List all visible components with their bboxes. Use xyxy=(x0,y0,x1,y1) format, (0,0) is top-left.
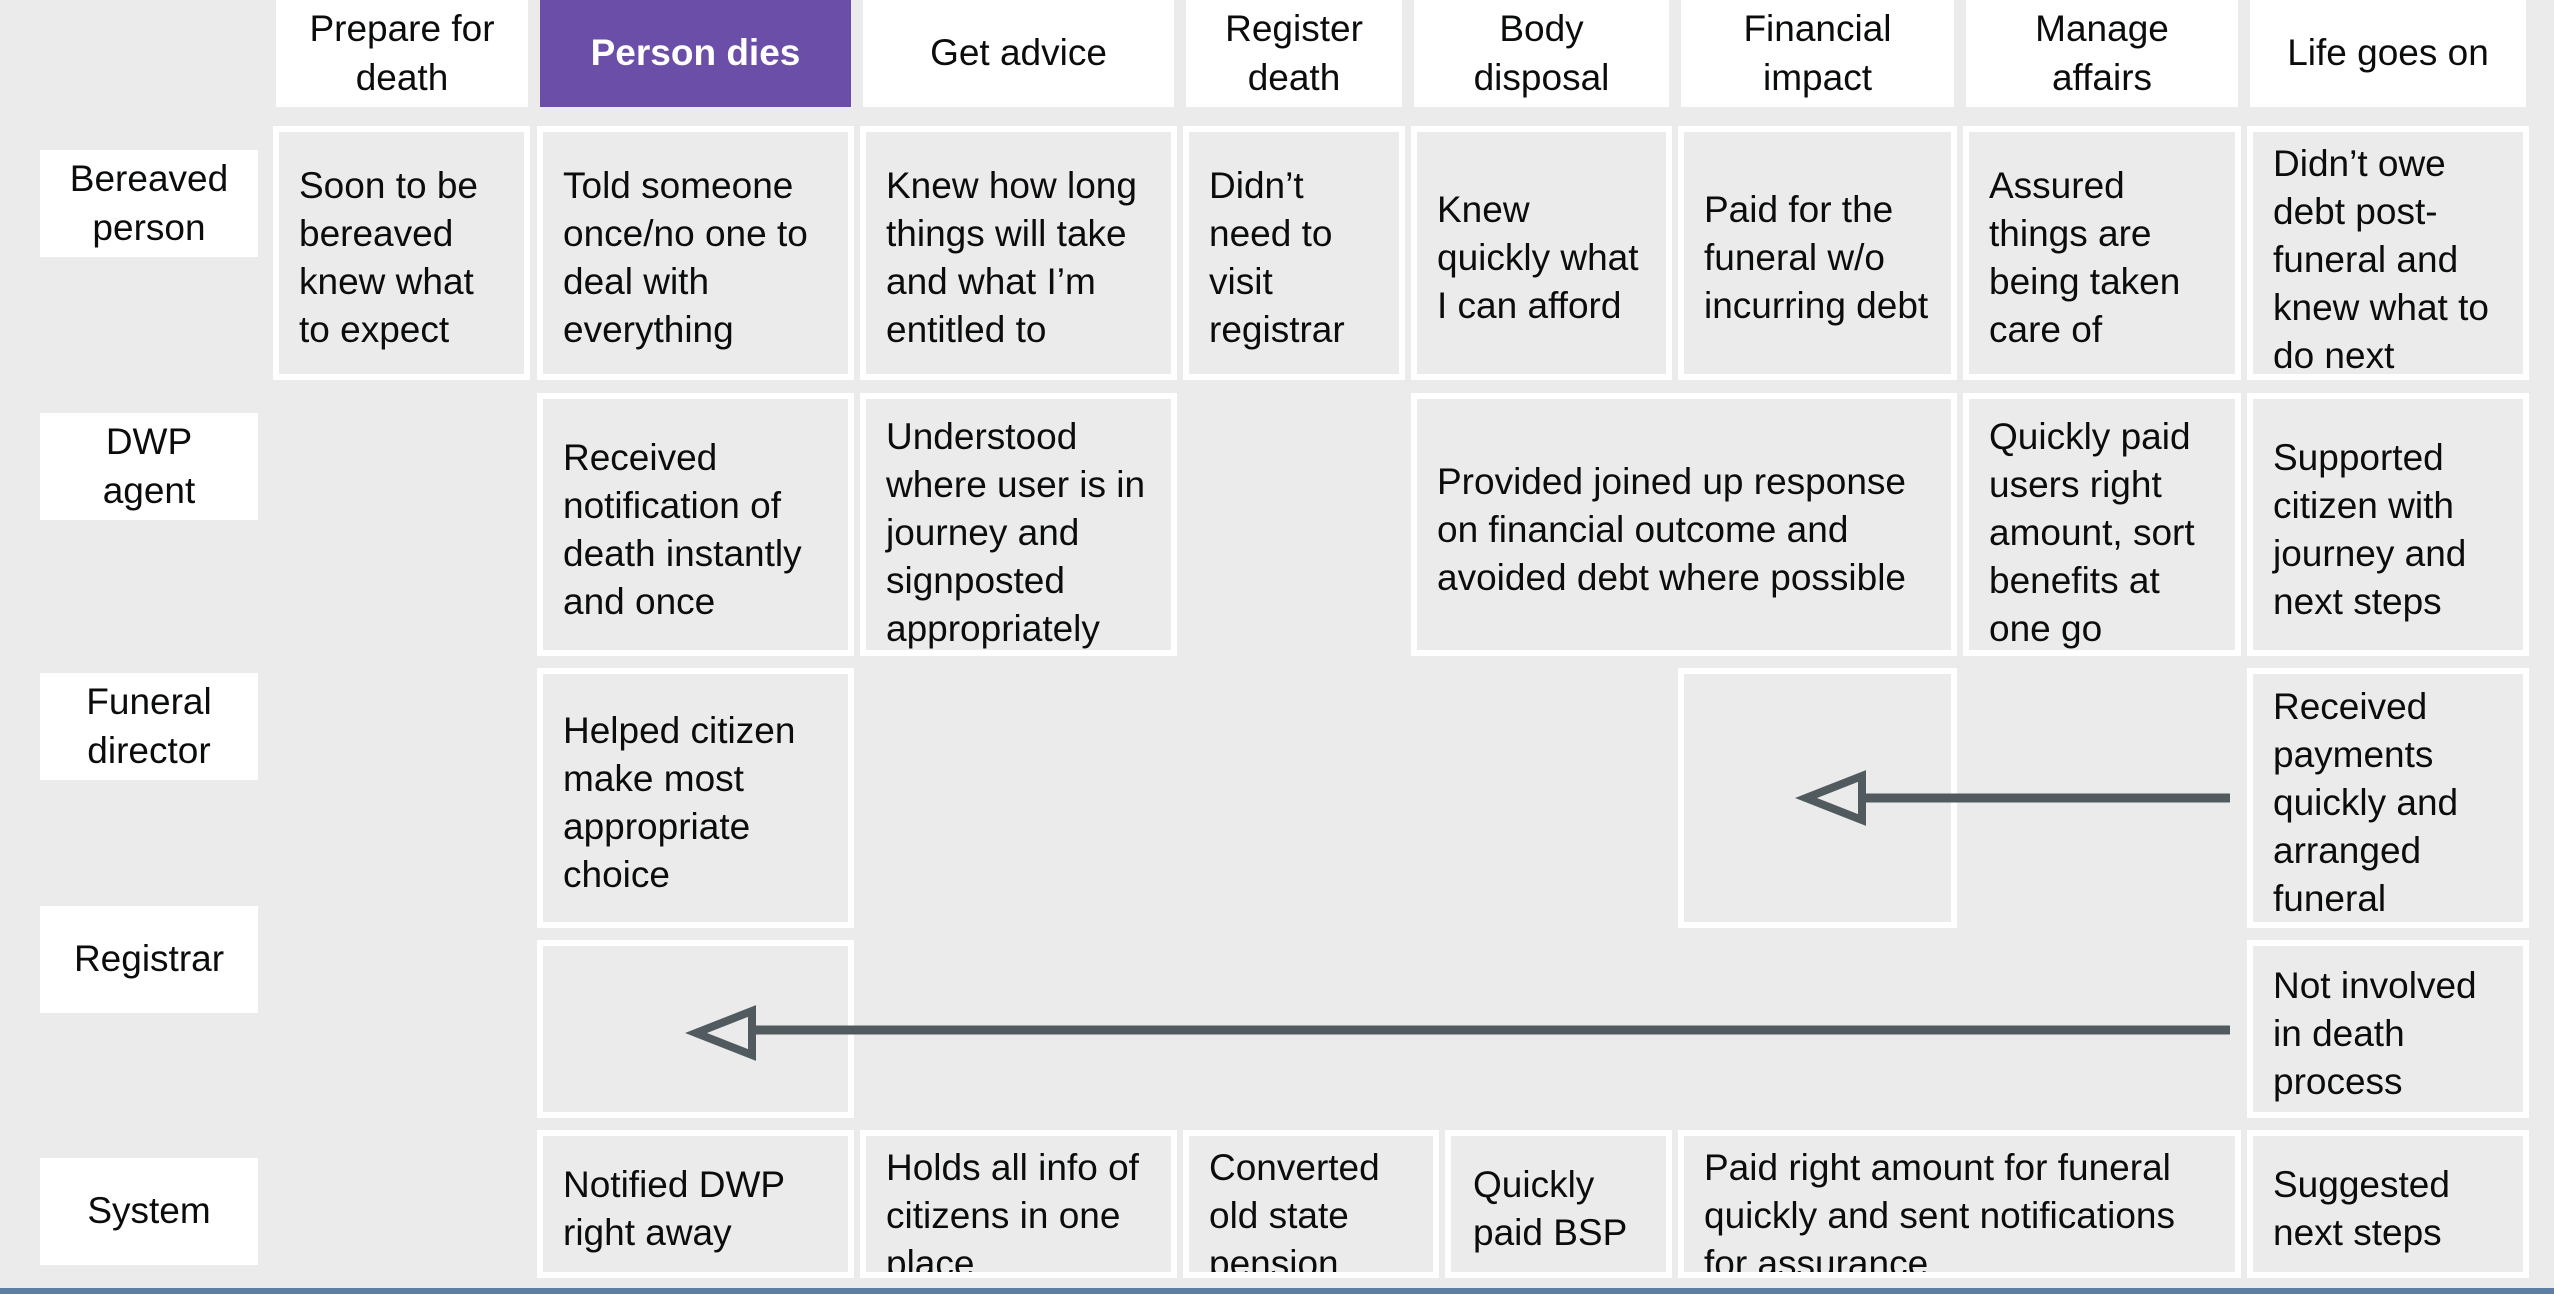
card-dwp-body-financial: Provided joined up response on financial… xyxy=(1411,393,1957,656)
stage-header-register-death: Register death xyxy=(1186,0,1402,107)
stage-header-person-dies: Person dies xyxy=(540,0,851,107)
card-bereaved-manage-affairs: Assured things are being taken care of xyxy=(1963,126,2241,380)
card-bereaved-person-dies: Told someone once/no one to deal with ev… xyxy=(537,126,854,380)
card-bereaved-register-death: Didn’t need to visit registrar xyxy=(1183,126,1405,380)
stage-header-manage-affairs: Manage affairs xyxy=(1966,0,2238,107)
bottom-border xyxy=(0,1288,2554,1294)
card-dwp-person-dies: Received notification of death instantly… xyxy=(537,393,854,656)
card-bereaved-body-disposal: Knew quickly what I can afford xyxy=(1411,126,1672,380)
arrow-registrar-to-person-dies xyxy=(685,1005,2230,1061)
stage-header-financial-impact: Financial impact xyxy=(1681,0,1954,107)
card-system-get-advice: Holds all info of citizens in one place xyxy=(860,1130,1177,1278)
role-label-bereaved-person: Bereaved person xyxy=(40,150,258,257)
card-dwp-get-advice: Understood where user is in journey and … xyxy=(860,393,1177,656)
card-bereaved-life-goes-on: Didn’t owe debt post-funeral and knew wh… xyxy=(2247,126,2529,380)
arrow-funeral-to-financial xyxy=(1795,770,2230,826)
card-system-body-disposal: Quickly paid BSP xyxy=(1445,1130,1672,1278)
card-dwp-life-goes-on: Supported citizen with journey and next … xyxy=(2247,393,2529,656)
card-registrar-life-goes-on: Not involved in death process xyxy=(2247,940,2529,1118)
role-label-funeral-director: Funeral director xyxy=(40,673,258,780)
role-label-dwp-agent: DWP agent xyxy=(40,413,258,520)
card-funeral-life-goes-on: Received payments quickly and arranged f… xyxy=(2247,668,2529,928)
card-system-life-goes-on: Suggested next steps xyxy=(2247,1130,2529,1278)
stage-header-life-goes-on: Life goes on xyxy=(2250,0,2526,107)
role-label-system: System xyxy=(40,1158,258,1265)
card-bereaved-financial-impact: Paid for the funeral w/o incurring debt xyxy=(1678,126,1957,380)
card-bereaved-get-advice: Knew how long things will take and what … xyxy=(860,126,1177,380)
card-system-register-death: Converted old state pension xyxy=(1183,1130,1439,1278)
stage-header-prepare-for-death: Prepare for death xyxy=(276,0,528,107)
card-system-person-dies: Notified DWP right away xyxy=(537,1130,854,1278)
stage-header-body-disposal: Body disposal xyxy=(1414,0,1669,107)
stage-header-get-advice: Get advice xyxy=(863,0,1174,107)
role-label-registrar: Registrar xyxy=(40,906,258,1013)
card-bereaved-prepare: Soon to be bereaved knew what to expect xyxy=(273,126,530,380)
card-funeral-person-dies: Helped citizen make most appropriate cho… xyxy=(537,668,854,928)
card-dwp-manage-affairs: Quickly paid users right amount, sort be… xyxy=(1963,393,2241,656)
card-system-financial-manage: Paid right amount for funeral quickly an… xyxy=(1678,1130,2241,1278)
